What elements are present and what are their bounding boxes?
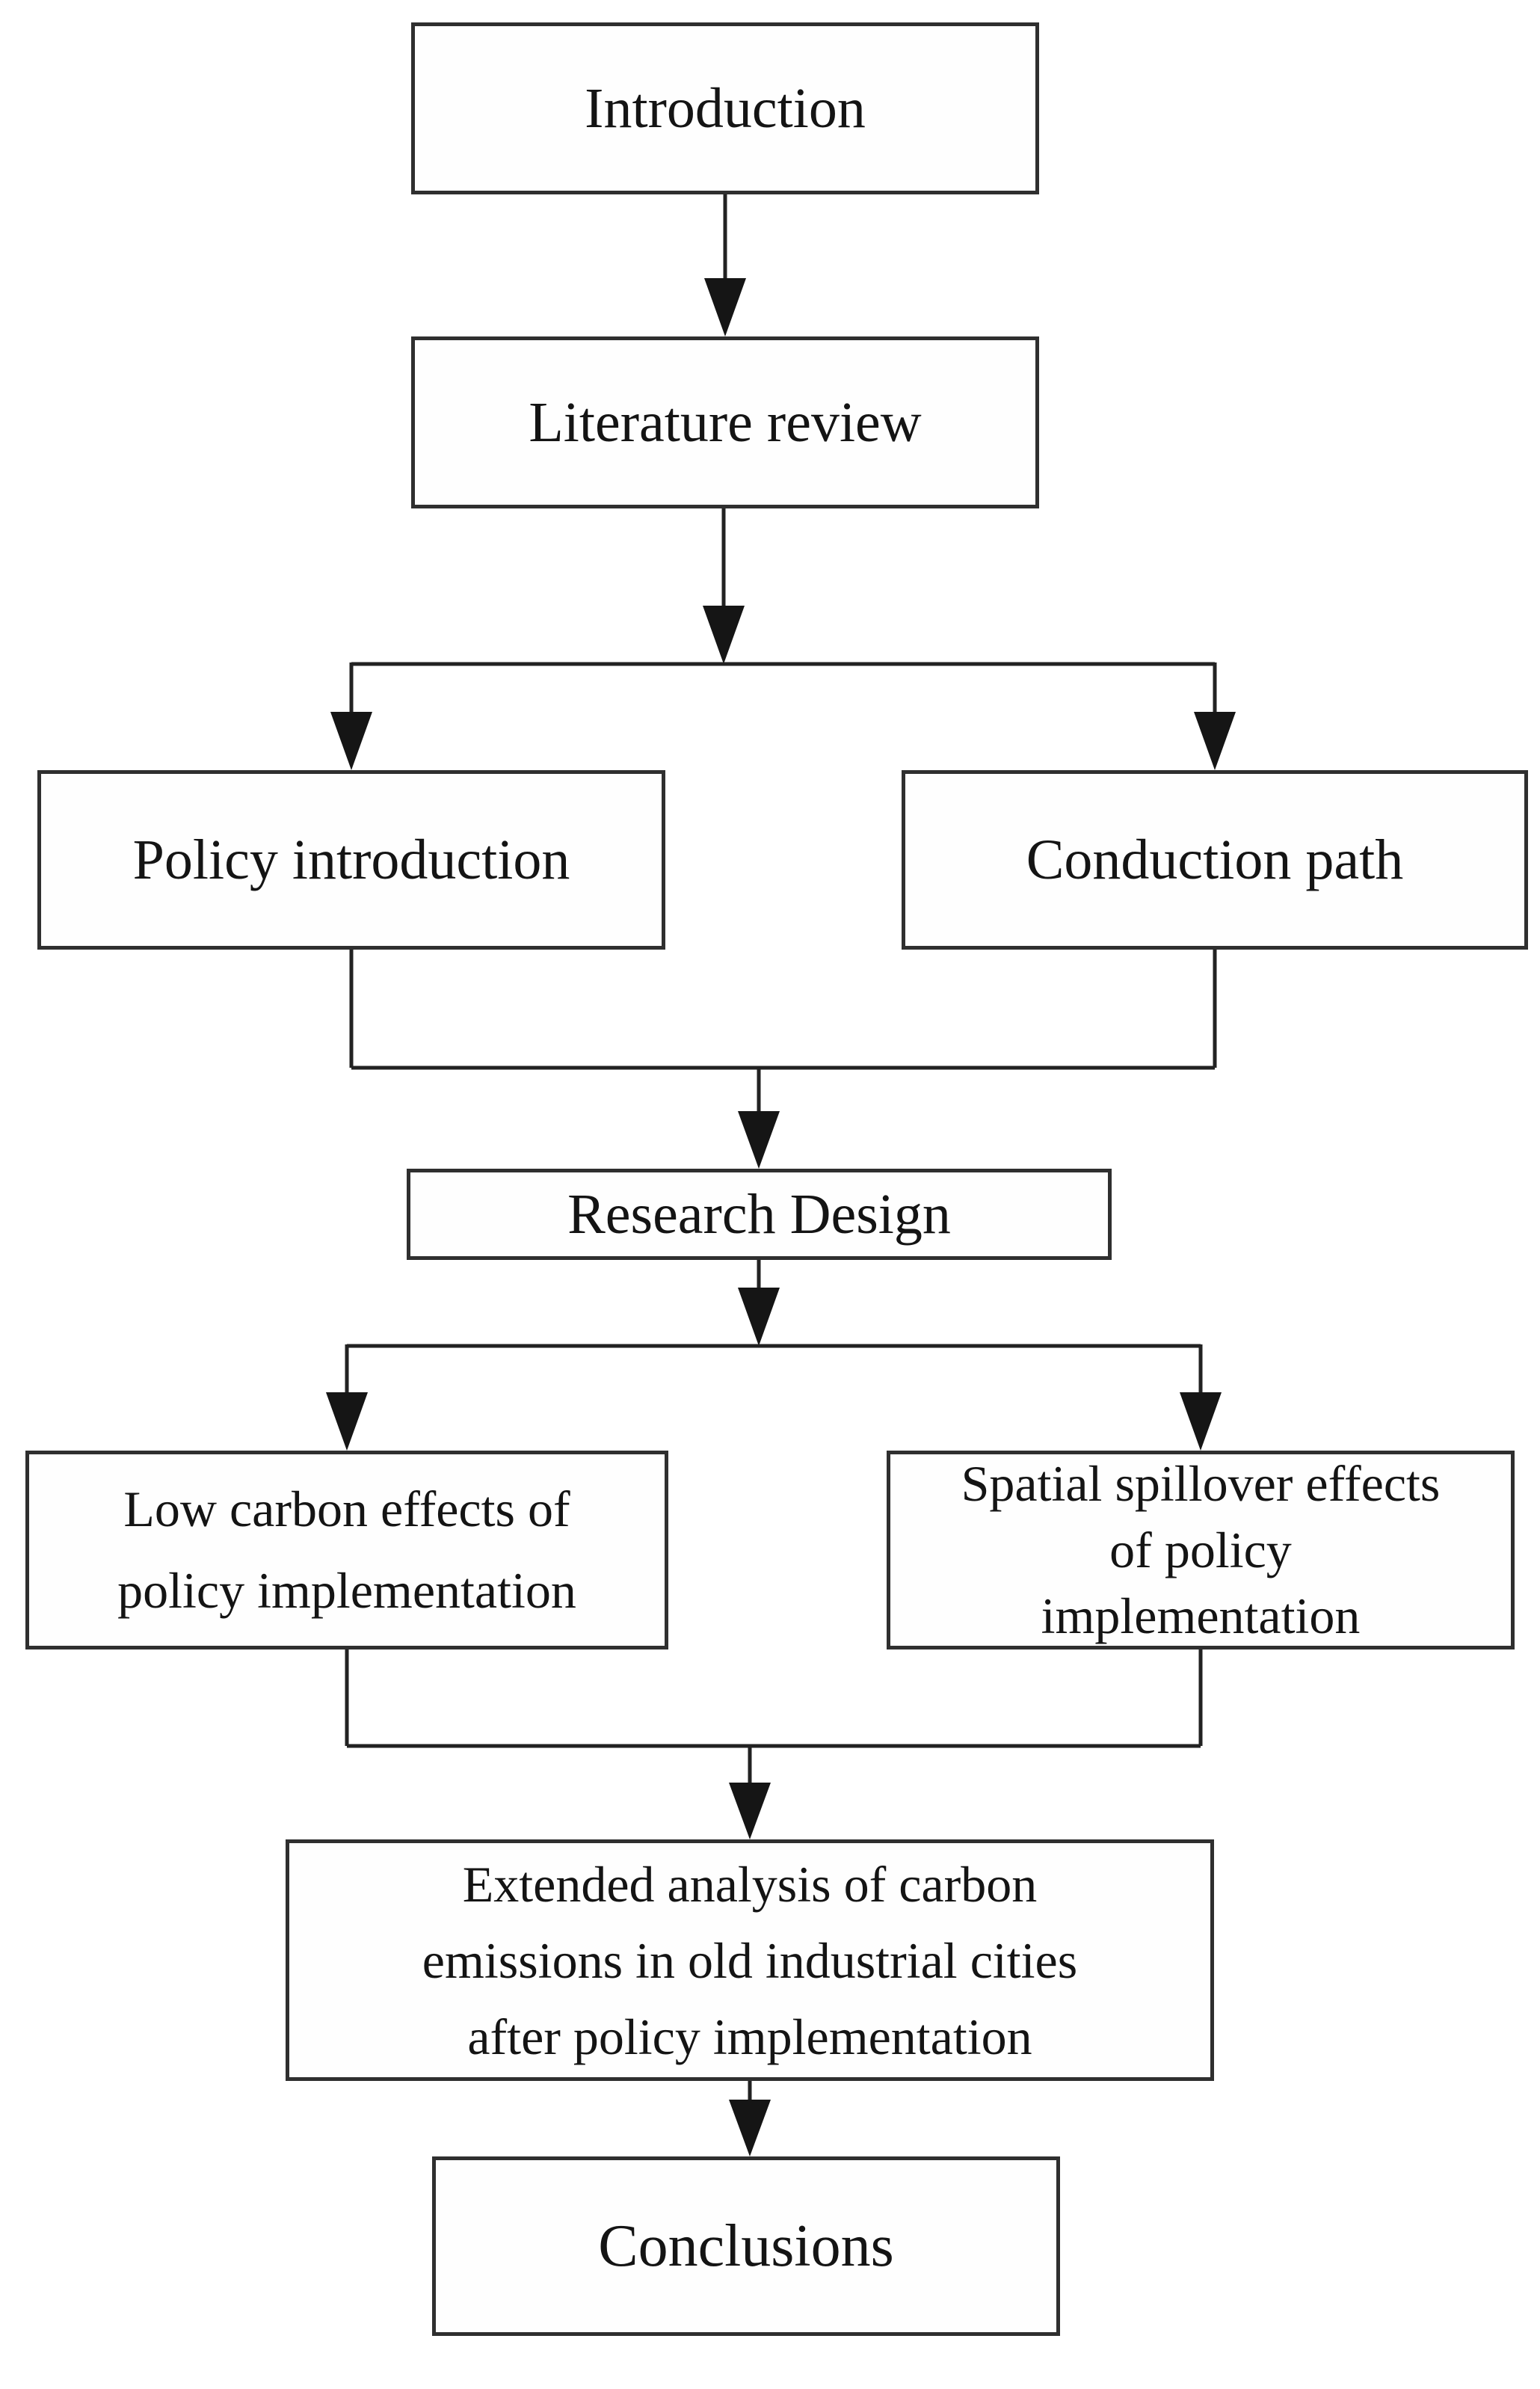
arrowhead-icon: [1194, 712, 1236, 770]
arrowhead-icon: [729, 1783, 771, 1839]
arrowhead-icon: [729, 2100, 771, 2156]
node-introduction: Introduction: [411, 22, 1039, 194]
node-literature-review-label: Literature review: [529, 390, 922, 454]
node-research-design-label: Research Design: [567, 1182, 951, 1246]
node-policy-introduction: Policy introduction: [37, 770, 665, 950]
node-conclusions-label: Conclusions: [598, 2213, 894, 2279]
edge-extended-analysis-to-conclusions: [729, 2079, 771, 2156]
node-low-carbon-effects-label: Low carbon effects of policy implementat…: [117, 1481, 576, 1619]
node-spatial-spillover-label: Spatial spillover effects of policy impl…: [961, 1455, 1441, 1645]
node-policy-introduction-label: Policy introduction: [132, 828, 570, 891]
node-low-carbon-effects: Low carbon effects of policy implementat…: [25, 1451, 668, 1649]
node-conclusions: Conclusions: [432, 2156, 1060, 2336]
arrowhead-icon: [703, 606, 745, 664]
edge-merge-to-extended-analysis: [345, 1648, 1203, 1839]
node-extended-analysis-label: Extended analysis of carbon emissions in…: [422, 1855, 1078, 2065]
arrowhead-icon: [1180, 1392, 1222, 1451]
edge-research-design-to-branch-rail: [347, 1258, 1201, 1348]
node-research-design: Research Design: [407, 1169, 1112, 1260]
arrowhead-icon: [326, 1392, 368, 1451]
node-introduction-label: Introduction: [585, 76, 866, 140]
edge-branch-rail-to-policy-introduction: [330, 662, 372, 770]
arrowhead-icon: [738, 1111, 780, 1169]
edge-literature-review-to-branch-rail: [351, 508, 1215, 666]
node-literature-review: Literature review: [411, 336, 1039, 508]
edge-introduction-to-literature-review: [704, 194, 746, 336]
arrowhead-icon: [330, 712, 372, 770]
edge-branch-rail-to-conduction-path: [1194, 662, 1236, 770]
node-spatial-spillover: Spatial spillover effects of policy impl…: [887, 1451, 1515, 1649]
edge-branch-rail-to-low-carbon-effects: [326, 1344, 368, 1451]
edge-merge-to-research-design: [349, 950, 1217, 1169]
arrowhead-icon: [738, 1288, 780, 1346]
edge-branch-rail-to-spatial-spillover: [1180, 1344, 1222, 1451]
arrowhead-icon: [704, 278, 746, 336]
node-conduction-path: Conduction path: [902, 770, 1528, 950]
node-conduction-path-label: Conduction path: [1026, 828, 1404, 891]
node-extended-analysis: Extended analysis of carbon emissions in…: [286, 1839, 1214, 2081]
